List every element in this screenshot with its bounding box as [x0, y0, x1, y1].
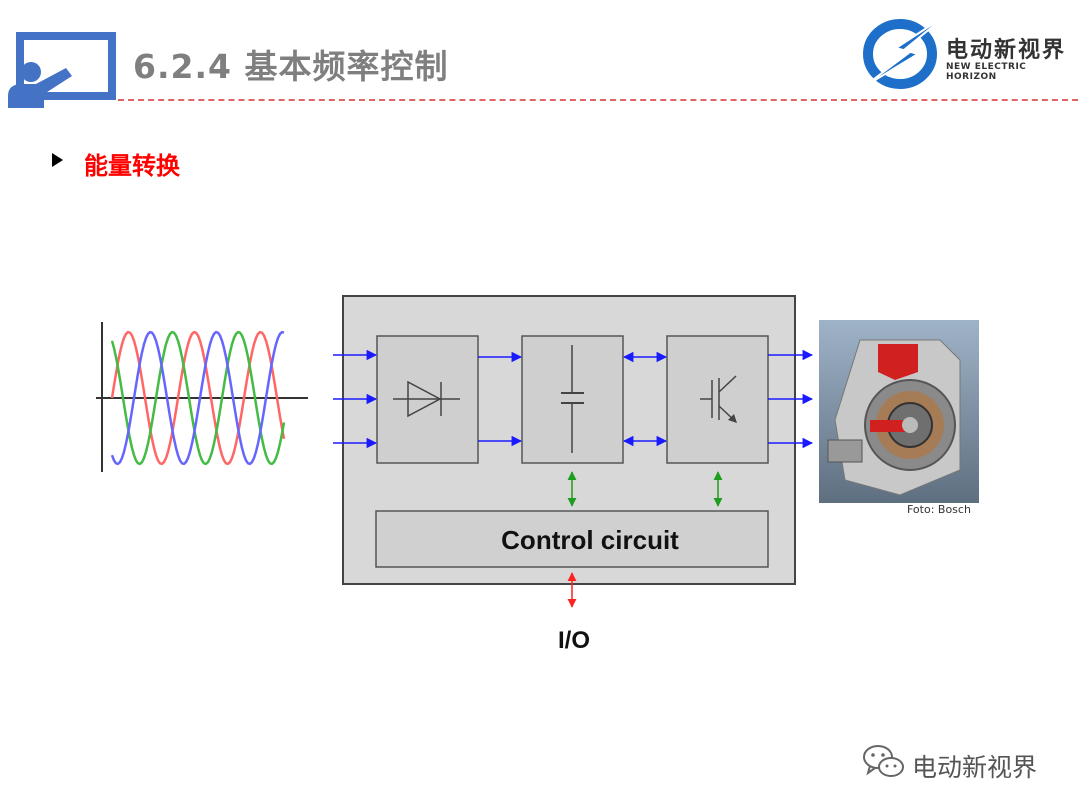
igbt-icon — [700, 375, 737, 423]
brand-subtitle: NEW ELECTRIC HORIZON — [946, 62, 1027, 82]
phase-wave-red — [110, 330, 286, 466]
bullet-arrow-icon — [52, 153, 63, 167]
dc-arrows — [478, 351, 668, 447]
output-arrows — [768, 349, 814, 449]
inverter-block — [666, 335, 769, 464]
phase-wave-green — [110, 330, 286, 466]
rectifier-block — [376, 335, 479, 464]
page-title: 6.2.4 基本频率控制 — [133, 47, 449, 86]
three-phase-waveform — [96, 322, 308, 472]
photo-credit: Foto: Bosch — [907, 503, 971, 516]
brand-name: 电动新视界 — [946, 38, 1067, 63]
watermark-text: 电动新视界 — [912, 753, 1038, 782]
presentation-icon — [8, 32, 116, 108]
wechat-icon — [863, 745, 904, 777]
control-circuit-label: Control circuit — [501, 525, 679, 555]
header-divider — [118, 99, 1078, 101]
diode-icon — [393, 380, 460, 418]
motor-photo — [819, 320, 979, 503]
control-circuit-block: Control circuit — [375, 510, 769, 568]
phase-wave-blue — [110, 330, 285, 466]
dc-link-block — [521, 335, 624, 464]
input-arrows — [333, 349, 378, 449]
section-heading: 能量转换 — [84, 152, 180, 180]
capacitor-icon — [561, 345, 584, 453]
control-arrows — [567, 471, 723, 608]
io-label: I/O — [558, 627, 590, 654]
brand-logo-icon — [861, 14, 948, 89]
